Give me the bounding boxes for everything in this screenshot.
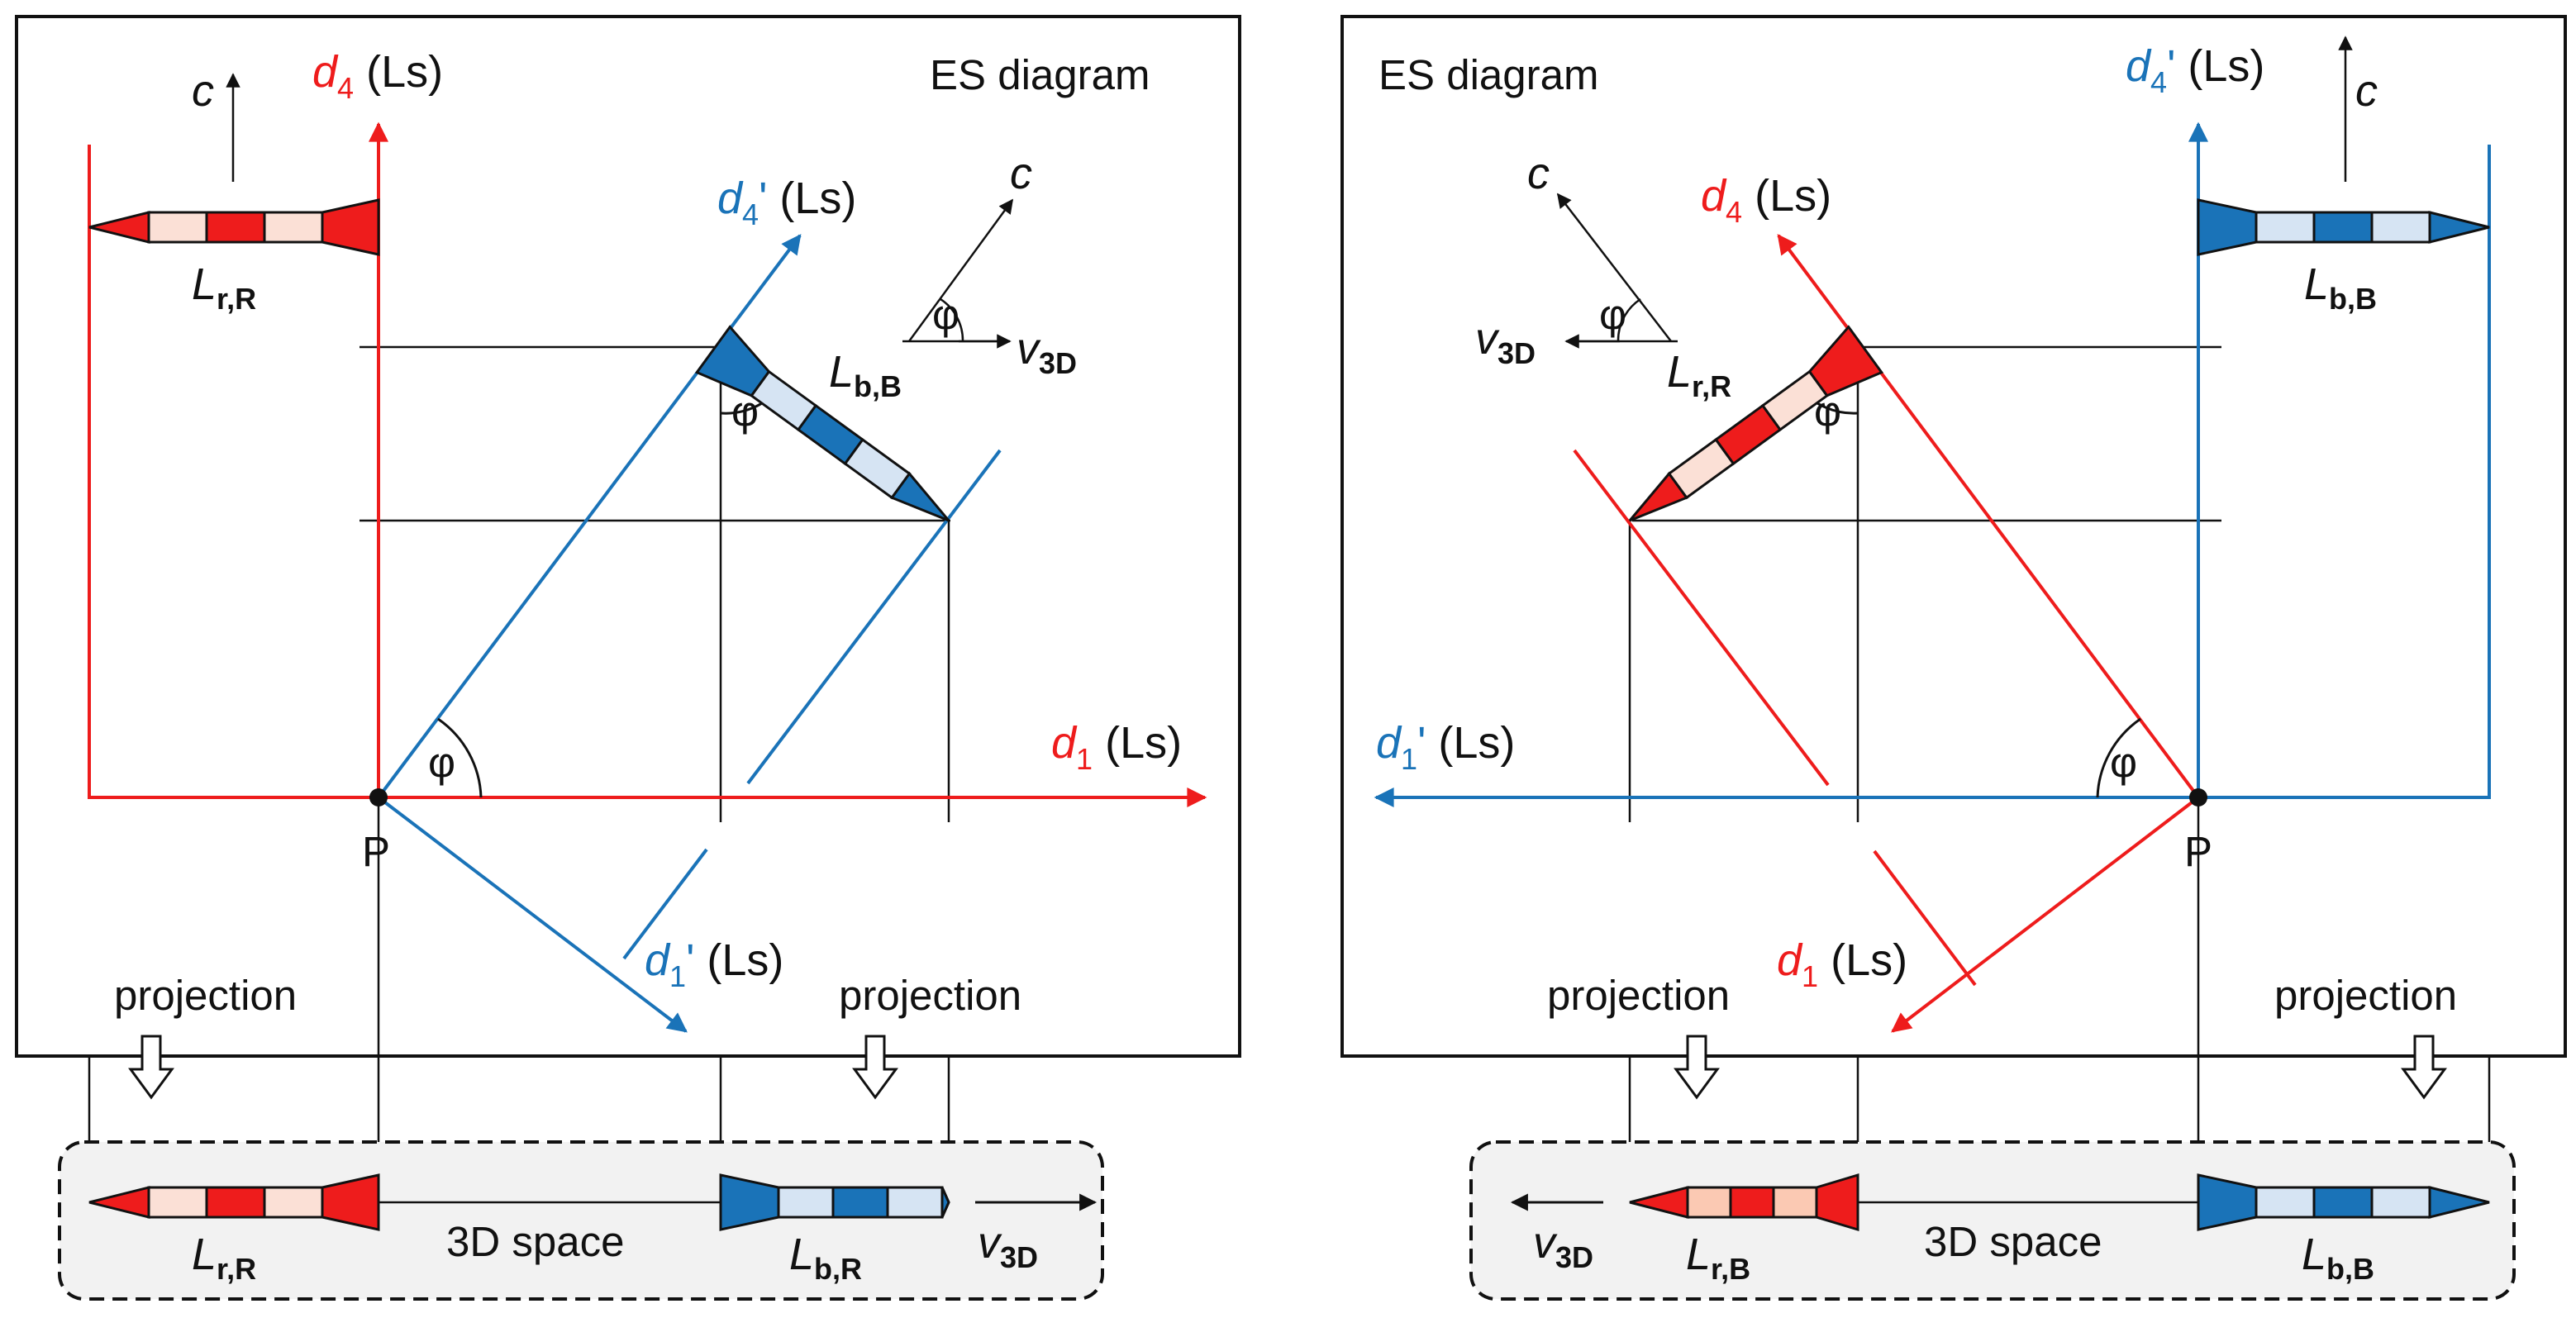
right-space-blue-label: Lb,B (2302, 1230, 2374, 1286)
right-space-red-label: Lr,B (1686, 1230, 1750, 1286)
left-space-blue-label: Lb,R (789, 1230, 862, 1286)
right-projection-label-2: projection (2274, 972, 2457, 1019)
left-blue-rocket-label: Lb,B (829, 347, 902, 403)
right-c-label: c (2355, 66, 2378, 116)
left-blue-rocket-tilted (694, 325, 950, 522)
right-red-rocket-tilted (1628, 325, 1884, 522)
right-c-triangle-label: c (1527, 149, 1550, 198)
right-title: ES diagram (1378, 51, 1598, 98)
right-phi-rocket: φ (1814, 388, 1841, 435)
left-red-rocket (88, 198, 380, 256)
right-phi-origin: φ (2110, 739, 2137, 786)
right-es-diagram-frame (1340, 15, 2567, 1058)
right-d1-axis-label: d1 (Ls) (1777, 935, 1907, 993)
right-phi-triangle: φ (1599, 291, 1626, 338)
right-red-rocket-label: Lr,R (1667, 347, 1731, 403)
right-3d-space-box (1469, 1140, 2516, 1301)
right-velocity-triangle (1556, 193, 1678, 349)
left-c-triangle-label: c (1010, 149, 1032, 198)
right-blue-rocket-label: Lb,B (2304, 259, 2377, 316)
left-blue-axes (377, 234, 1002, 1033)
right-point-label: P (2184, 828, 2212, 875)
left-3d-space-label: 3D space (446, 1218, 624, 1265)
left-v3d-triangle-label: v3D (1017, 324, 1077, 380)
left-velocity-triangle (902, 198, 1014, 349)
left-phi-rocket: φ (731, 388, 759, 435)
right-d4-prime-axis-label: d4' (Ls) (2126, 41, 2264, 99)
left-phi-origin: φ (428, 739, 455, 786)
right-d1-prime-axis-label: d1' (Ls) (1376, 718, 1515, 776)
left-es-diagram-frame (15, 15, 1241, 1058)
left-projection-label-1: projection (114, 972, 297, 1019)
left-space-red-rocket (88, 1173, 380, 1231)
right-guide-lines (1628, 36, 2491, 1142)
left-space-blue-rocket (719, 1173, 950, 1231)
left-c-label: c (192, 66, 214, 116)
left-guide-lines (88, 73, 950, 1142)
left-d4-prime-axis-label: d4' (Ls) (717, 174, 856, 231)
right-projection-arrows (1674, 1035, 2447, 1100)
left-3d-space-box (58, 1140, 1104, 1301)
left-d4-axis-label: d4 (Ls) (312, 47, 443, 105)
left-projection-arrows (128, 1035, 898, 1100)
left-d1-prime-axis-label: d1' (Ls) (645, 935, 783, 993)
right-blue-rocket (2197, 198, 2490, 256)
left-space-v3d-label: v3D (978, 1218, 1038, 1274)
right-v3d-triangle-label: v3D (1475, 314, 1536, 370)
left-space-red-label: Lr,R (192, 1230, 256, 1286)
right-3d-space-label: 3D space (1924, 1218, 2102, 1265)
left-d1-axis-label: d1 (Ls) (1051, 718, 1182, 776)
right-projection-label-1: projection (1547, 972, 1730, 1019)
left-title: ES diagram (930, 51, 1150, 98)
left-red-rocket-label: Lr,R (192, 259, 256, 316)
right-panel: ES diagram d4' (Ls) d1' (Ls) d4 (Ls) d1 … (1340, 15, 2567, 1301)
left-phi-triangle: φ (932, 291, 959, 338)
right-origin-point (2189, 788, 2207, 807)
right-d4-axis-label: d4 (Ls) (1701, 171, 1831, 229)
left-origin-point (369, 788, 388, 807)
right-space-red-rocket (1629, 1173, 1859, 1232)
right-space-blue-rocket (2197, 1173, 2490, 1231)
left-panel: ES diagram d4 (Ls) d1 (Ls) d4' (Ls) d1' … (15, 15, 1241, 1301)
left-projection-label-2: projection (839, 972, 1021, 1019)
right-space-v3d-label: v3D (1533, 1218, 1593, 1274)
left-point-label: P (362, 828, 390, 875)
